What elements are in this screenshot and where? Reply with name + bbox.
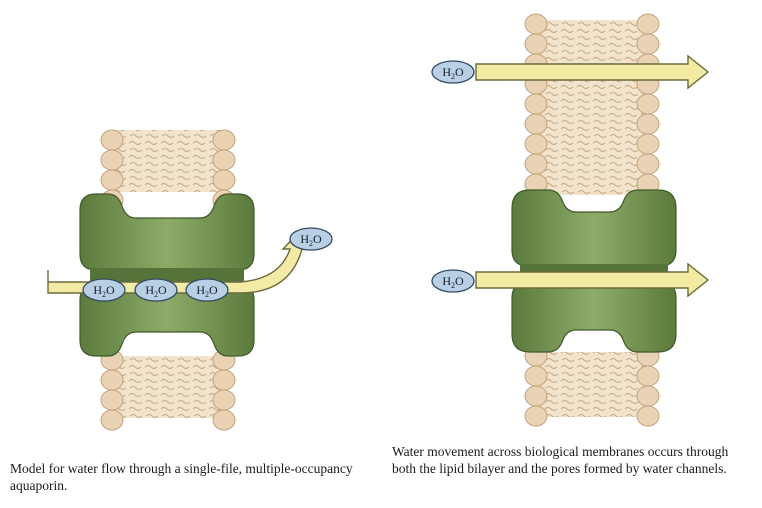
lipid-tails-bottom bbox=[112, 356, 224, 418]
lipid-head bbox=[213, 130, 235, 150]
water-channel-right bbox=[512, 190, 676, 352]
lipid-head bbox=[525, 14, 547, 34]
lipid-head bbox=[101, 390, 123, 410]
h2o-molecule-exit: H2O bbox=[290, 228, 332, 250]
lipid-head bbox=[525, 134, 547, 154]
lipid-head bbox=[101, 410, 123, 430]
lipid-head bbox=[525, 114, 547, 134]
caption-right: Water movement across biological membran… bbox=[392, 443, 752, 477]
lipid-tails-top bbox=[112, 130, 224, 192]
lipid-head bbox=[101, 150, 123, 170]
h2o-molecule-3: H2O bbox=[186, 279, 228, 301]
lipid-head bbox=[101, 130, 123, 150]
lipid-head bbox=[525, 366, 547, 386]
caption-left: Model for water flow through a single-fi… bbox=[10, 460, 390, 494]
lipid-head bbox=[213, 370, 235, 390]
lipid-head bbox=[101, 170, 123, 190]
aquaporin-channel bbox=[80, 194, 254, 356]
h2o-molecule-1: H2O bbox=[83, 279, 125, 301]
lipid-head bbox=[525, 94, 547, 114]
lipid-head bbox=[637, 14, 659, 34]
lipid-tails-upper bbox=[536, 20, 648, 195]
lipid-head bbox=[101, 370, 123, 390]
lipid-tails-lower bbox=[536, 352, 648, 417]
lipid-head bbox=[637, 386, 659, 406]
h2o-molecule-2: H2O bbox=[135, 279, 177, 301]
lipid-head bbox=[525, 406, 547, 426]
lipid-head bbox=[213, 170, 235, 190]
h2o-molecule-channel: H2O bbox=[432, 270, 474, 292]
channel-top-subunit-right bbox=[512, 190, 676, 266]
lipid-head bbox=[637, 366, 659, 386]
lipid-head bbox=[525, 386, 547, 406]
channel-top-subunit bbox=[80, 194, 254, 270]
lipid-head bbox=[637, 154, 659, 174]
lipid-head bbox=[637, 114, 659, 134]
lipid-head bbox=[213, 390, 235, 410]
lipid-head bbox=[637, 94, 659, 114]
lipid-head bbox=[213, 410, 235, 430]
lipid-head bbox=[637, 34, 659, 54]
lipid-head bbox=[637, 406, 659, 426]
channel-bottom-subunit-right bbox=[512, 282, 676, 352]
lipid-head bbox=[525, 154, 547, 174]
lipid-head bbox=[637, 134, 659, 154]
lipid-head bbox=[213, 150, 235, 170]
h2o-molecule-bilayer: H2O bbox=[432, 61, 474, 83]
lipid-head bbox=[525, 34, 547, 54]
